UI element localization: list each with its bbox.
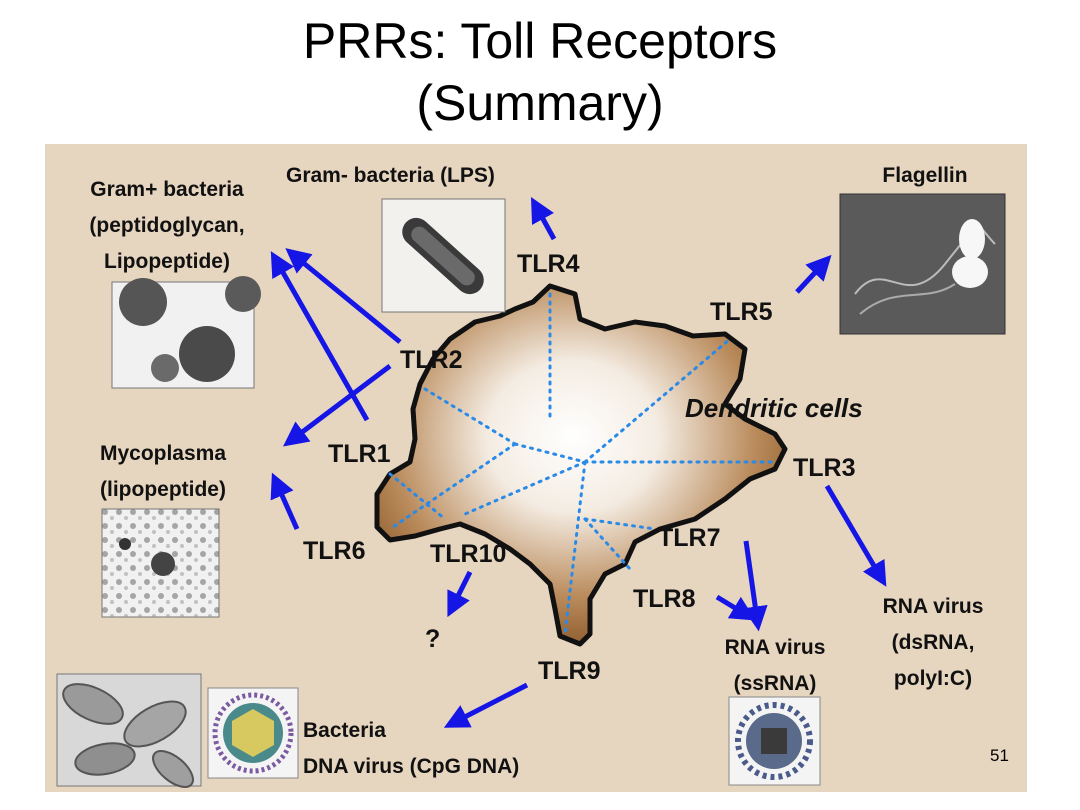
ligand-labels: Gram- bacteria (LPS) Gram+ bacteria (pep… — [89, 164, 983, 778]
label-tlr6: TLR6 — [303, 537, 366, 565]
label-unknown: ? — [425, 625, 440, 653]
label-rna-ds-1: RNA virus — [883, 595, 984, 618]
label-bacteria: Bacteria — [303, 719, 386, 742]
gram-pos-micrograph — [111, 276, 261, 389]
arrow-tlr4-gram-neg — [530, 197, 557, 241]
label-gram-pos-2: (peptidoglycan, — [89, 214, 244, 237]
label-tlr10: TLR10 — [430, 540, 506, 568]
label-rna-ss-2: (ssRNA) — [734, 672, 817, 695]
arrow-tlr9-bacteria-dna — [443, 682, 529, 728]
label-tlr8: TLR8 — [633, 585, 696, 613]
label-rna-ss-1: RNA virus — [725, 636, 826, 659]
slide-title: PRRs: Toll Receptors (Summary) — [0, 10, 1080, 134]
cell-dotted-lines — [388, 292, 777, 636]
rna-virus-image — [728, 696, 821, 786]
dna-virus-image — [207, 687, 299, 779]
label-tlr9: TLR9 — [538, 657, 601, 685]
receptor-labels: TLR4 TLR5 TLR2 TLR1 TLR3 TLR6 TLR10 TLR7… — [303, 250, 863, 685]
label-mycoplasma-2: (lipopeptide) — [100, 478, 226, 501]
title-line-2: (Summary) — [416, 75, 664, 131]
label-tlr5: TLR5 — [710, 298, 773, 326]
flagellin-micrograph — [839, 193, 1006, 335]
label-rna-ds-3: polyI:C) — [894, 667, 972, 690]
label-gram-neg: Gram- bacteria (LPS) — [286, 164, 495, 187]
label-flagellin: Flagellin — [882, 164, 967, 187]
arrow-tlr7-rna-ss — [742, 540, 768, 632]
gram-neg-micrograph — [381, 198, 506, 313]
label-dna-virus: DNA virus (CpG DNA) — [303, 755, 519, 778]
arrow-tlr2-gram-pos — [285, 248, 402, 344]
label-gram-pos-1: Gram+ bacteria — [90, 178, 244, 201]
arrow-tlr3-rna-ds — [824, 484, 887, 587]
label-tlr1: TLR1 — [328, 440, 391, 468]
label-tlr4: TLR4 — [517, 250, 580, 278]
arrow-tlr8-rna-ss — [715, 594, 756, 621]
arrow-tlr10-unknown — [447, 570, 473, 618]
label-tlr7: TLR7 — [658, 524, 721, 552]
bacteria-micrograph — [56, 673, 202, 788]
label-tlr3: TLR3 — [793, 454, 856, 482]
label-rna-ds-2: (dsRNA, — [892, 631, 975, 654]
arrows — [270, 197, 887, 728]
tlr-diagram: TLR4 TLR5 TLR2 TLR1 TLR3 TLR6 TLR10 TLR7… — [56, 164, 1006, 788]
label-mycoplasma-1: Mycoplasma — [100, 442, 226, 465]
arrow-tlr6-mycoplasma — [270, 472, 300, 531]
dendritic-cell — [374, 283, 788, 647]
arrow-tlr2-mycoplasma — [283, 364, 392, 447]
label-gram-pos-3: Lipopeptide) — [104, 250, 230, 273]
arrow-tlr5-flagellin — [795, 254, 832, 294]
label-tlr2: TLR2 — [400, 346, 463, 374]
slide-number: 51 — [990, 746, 1009, 765]
label-dendritic-cells: Dendritic cells — [685, 393, 863, 423]
mycoplasma-micrograph — [101, 508, 220, 618]
title-line-1: PRRs: Toll Receptors — [302, 13, 778, 69]
tlr-diagram-panel: TLR4 TLR5 TLR2 TLR1 TLR3 TLR6 TLR10 TLR7… — [45, 144, 1027, 792]
